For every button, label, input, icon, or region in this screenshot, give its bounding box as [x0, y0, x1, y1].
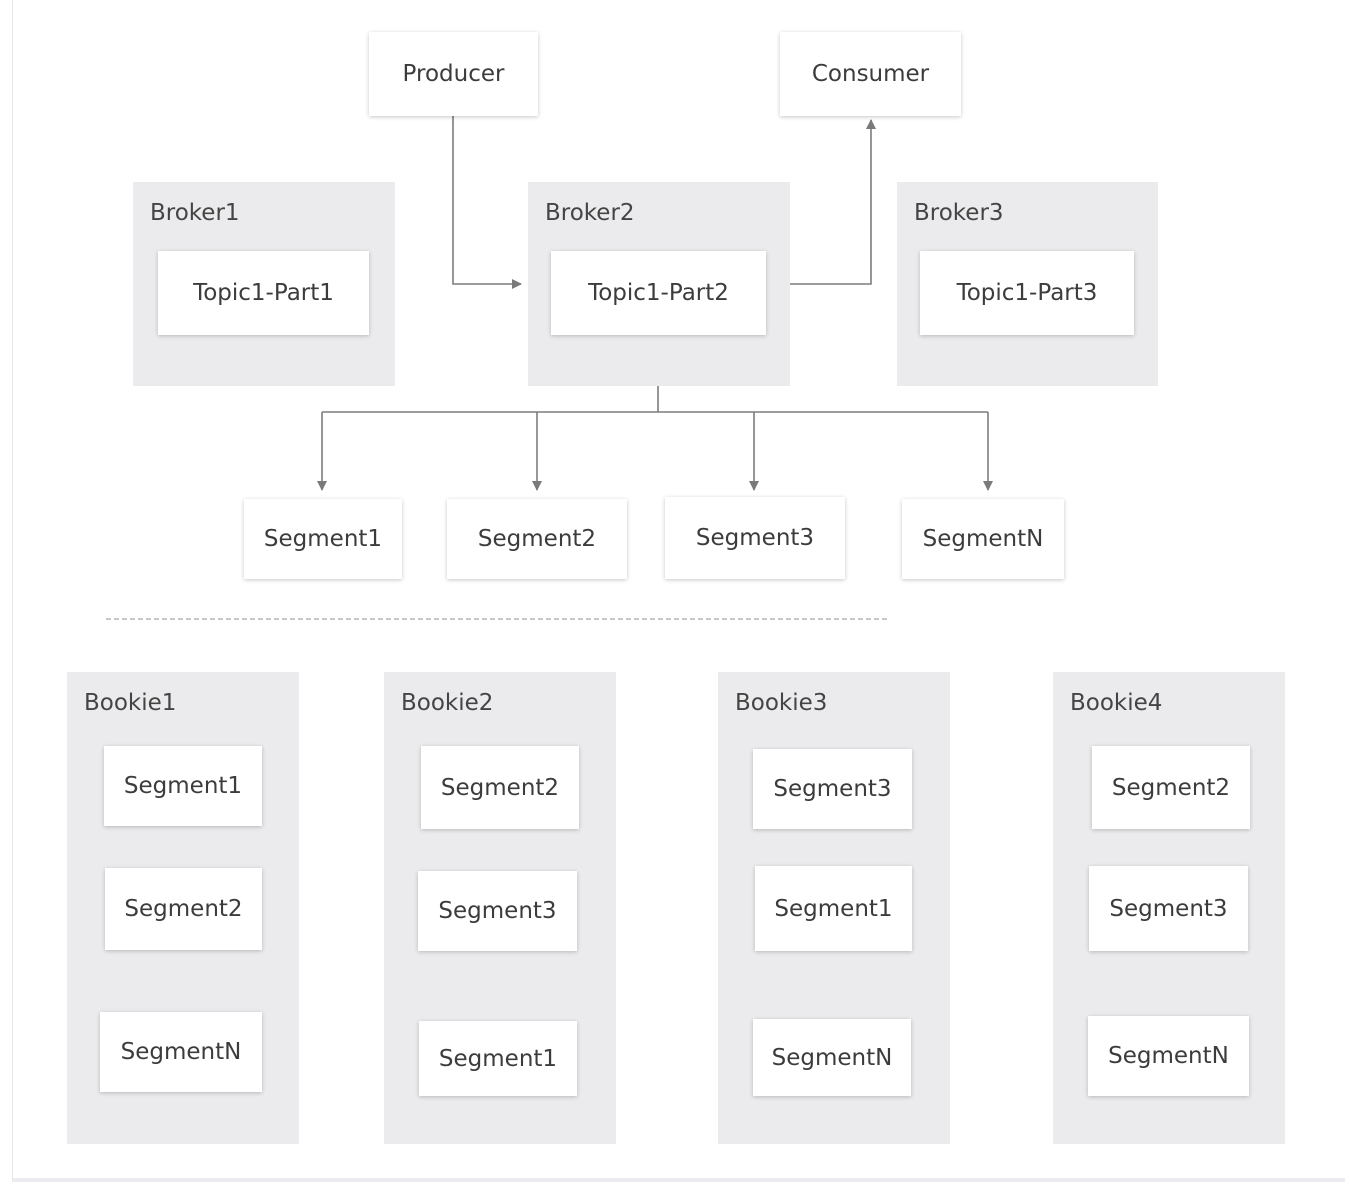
- broker2-label: Broker2: [545, 200, 635, 226]
- topic1-part1-box: Topic1-Part1: [158, 251, 369, 335]
- bookie3-group: Bookie3 Segment3 Segment1 SegmentN: [718, 672, 950, 1144]
- bookie4-segment-box: Segment3: [1089, 866, 1248, 951]
- segment3-box: Segment3: [665, 497, 845, 579]
- bookie4-group: Bookie4 Segment2 Segment3 SegmentN: [1053, 672, 1285, 1144]
- topic2-to-consumer-arrow: [790, 119, 876, 285]
- broker3-group: Broker3 Topic1-Part3: [897, 182, 1158, 386]
- bookie2-label: Bookie2: [401, 690, 494, 716]
- bookie1-segment-box: Segment1: [104, 746, 262, 826]
- producer-box: Producer: [369, 32, 538, 116]
- bookie1-label: Bookie1: [84, 690, 177, 716]
- bookie2-segment-box: Segment2: [421, 746, 579, 829]
- bookie4-segment-box: SegmentN: [1088, 1016, 1249, 1096]
- diagram-frame: [12, 0, 1345, 1182]
- topic1-part3-box: Topic1-Part3: [920, 251, 1134, 335]
- bookie3-segment-box: Segment3: [753, 749, 912, 829]
- bookie2-segment-box: Segment1: [419, 1021, 577, 1096]
- broker1-label: Broker1: [150, 200, 240, 226]
- segment1-box: Segment1: [244, 499, 402, 579]
- topic1-part2-box: Topic1-Part2: [551, 251, 766, 335]
- producer-to-topic2-arrow: [452, 116, 522, 289]
- bookie1-segment-box: SegmentN: [100, 1012, 262, 1092]
- bookie1-group: Bookie1 Segment1 Segment2 SegmentN: [67, 672, 299, 1144]
- bookie1-segment-box: Segment2: [105, 868, 262, 950]
- broker2-group: Broker2 Topic1-Part2: [528, 182, 790, 386]
- broker3-label: Broker3: [914, 200, 1004, 226]
- segmentN-box: SegmentN: [902, 499, 1064, 579]
- bookie2-segment-box: Segment3: [418, 871, 577, 951]
- bookie3-segment-box: Segment1: [755, 866, 912, 951]
- broker1-group: Broker1 Topic1-Part1: [133, 182, 395, 386]
- bookie3-segment-box: SegmentN: [753, 1019, 911, 1096]
- segment2-box: Segment2: [447, 499, 627, 579]
- bookie4-label: Bookie4: [1070, 690, 1163, 716]
- consumer-box: Consumer: [780, 32, 961, 116]
- bookie2-group: Bookie2 Segment2 Segment3 Segment1: [384, 672, 616, 1144]
- bookie4-segment-box: Segment2: [1092, 746, 1250, 829]
- bookie3-label: Bookie3: [735, 690, 828, 716]
